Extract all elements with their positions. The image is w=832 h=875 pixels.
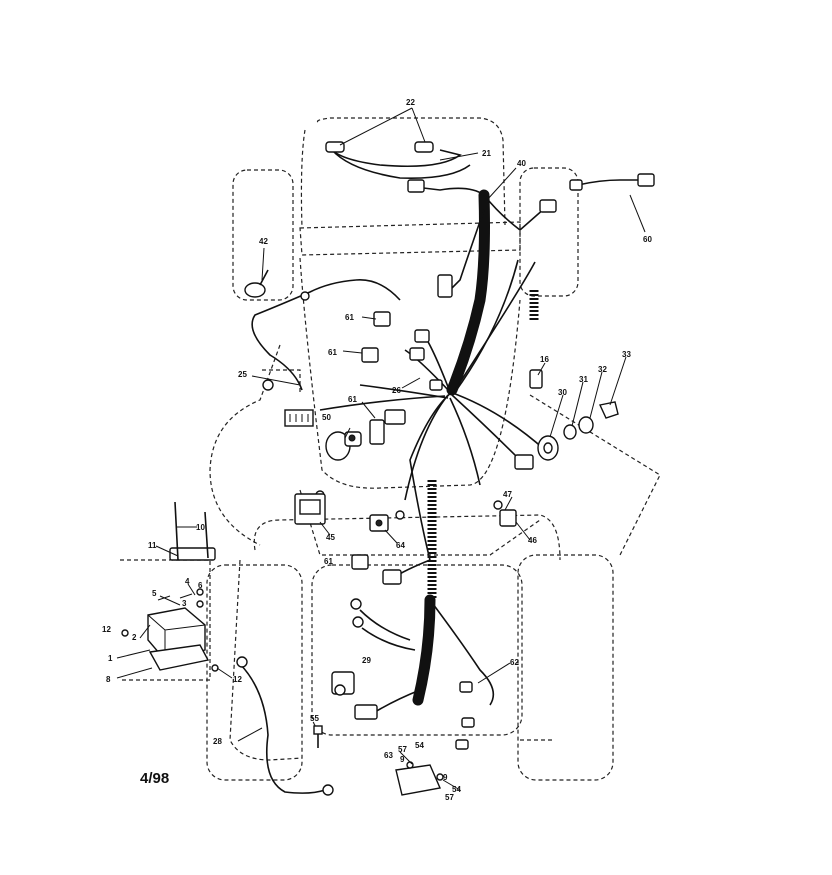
callout-57: 57	[398, 745, 407, 754]
callout-61: 61	[324, 557, 333, 566]
callout-30: 30	[558, 388, 567, 397]
callout-9: 9	[443, 773, 448, 782]
switch-assembly-30-33	[537, 401, 619, 461]
callout-33: 33	[622, 350, 631, 359]
callout-54: 54	[415, 741, 424, 750]
relay-parts	[351, 311, 391, 570]
callout-8: 8	[106, 675, 111, 684]
connector-16	[529, 369, 543, 389]
module-45	[294, 493, 326, 525]
battery-cable-28	[236, 656, 334, 796]
ground-wire-left	[251, 279, 401, 391]
callout-9: 9	[400, 755, 405, 764]
callout-61: 61	[348, 395, 357, 404]
callout-64: 64	[396, 541, 405, 550]
bolt-55	[313, 725, 323, 748]
callout-1: 1	[108, 654, 113, 663]
tractor-ghost-outline	[120, 117, 661, 781]
callout-11: 11	[148, 541, 157, 550]
callout-40: 40	[517, 159, 526, 168]
callout-leaders	[116, 107, 646, 791]
headlight-wire-harness	[325, 141, 471, 193]
date-code: 4/98	[140, 770, 169, 787]
callout-54: 54	[452, 785, 461, 794]
callout-31: 31	[579, 375, 588, 384]
ignition-switch-50	[325, 431, 362, 461]
callout-10: 10	[196, 523, 205, 532]
main-wire-harness	[319, 186, 546, 713]
callout-16: 16	[540, 355, 549, 364]
callout-21: 21	[482, 149, 491, 158]
callout-6: 6	[198, 581, 203, 590]
wire-clip-42	[244, 269, 269, 298]
callout-61: 61	[328, 348, 337, 357]
callout-28: 28	[213, 737, 222, 746]
callout-45: 45	[326, 533, 335, 542]
callout-12: 12	[102, 625, 111, 634]
harness-connectors	[315, 199, 557, 750]
harness-plug-25	[284, 409, 314, 427]
callout-47: 47	[503, 490, 512, 499]
connector-46-47	[499, 509, 517, 527]
callout-46: 46	[528, 536, 537, 545]
callout-32: 32	[598, 365, 607, 374]
callout-labels: 22 21 40 60 42 61 61 25 26 61 50 16 33 3…	[102, 98, 652, 802]
connector-60	[569, 173, 655, 191]
callout-50: 50	[322, 413, 331, 422]
bracket-63	[395, 761, 444, 796]
callout-12: 12	[233, 675, 242, 684]
callout-57: 57	[445, 793, 454, 802]
callout-29: 29	[362, 656, 371, 665]
callout-2: 2	[132, 633, 137, 642]
callout-22: 22	[406, 98, 415, 107]
callout-62: 62	[510, 658, 519, 667]
battery-assembly	[121, 501, 219, 672]
callout-5: 5	[152, 589, 157, 598]
switch-module-61	[369, 419, 385, 445]
callout-26: 26	[392, 386, 401, 395]
callout-42: 42	[259, 237, 268, 246]
callout-3: 3	[182, 599, 187, 608]
relay-64	[369, 514, 389, 532]
callout-25: 25	[238, 370, 247, 379]
callout-60: 60	[643, 235, 652, 244]
callout-55: 55	[310, 714, 319, 723]
callout-4: 4	[185, 577, 190, 586]
callout-63: 63	[384, 751, 393, 760]
solenoid-29	[331, 671, 355, 696]
callout-61: 61	[345, 313, 354, 322]
